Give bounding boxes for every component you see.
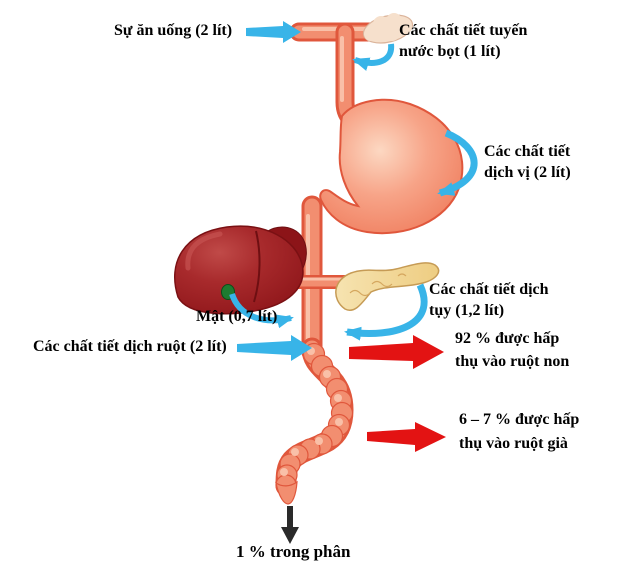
label-intestinal-text: Các chất tiết dịch ruột (2 lít) xyxy=(33,338,227,355)
label-absorb-small: 92 % được hấp thụ vào ruột non xyxy=(455,327,569,373)
gastric-secretion-arrow xyxy=(437,129,478,197)
label-intake: Sự ăn uống (2 lít) xyxy=(114,20,232,41)
label-intestinal: Các chất tiết dịch ruột (2 lít) xyxy=(33,336,227,357)
rectum xyxy=(275,480,298,505)
salivary-gland xyxy=(362,13,414,44)
label-bile: Mật (0,7 lít) xyxy=(196,306,277,327)
label-pancreatic-line2: tụy (1,2 lít) xyxy=(429,302,505,319)
label-gastric-line1: Các chất tiết xyxy=(484,143,571,160)
label-feces-text: 1 % trong phân xyxy=(236,542,351,561)
pancreas xyxy=(335,262,440,311)
label-saliva-line2: nước bọt (1 lít) xyxy=(399,43,501,60)
label-gastric: Các chất tiết dịch vị (2 lít) xyxy=(484,141,571,183)
intake-arrow xyxy=(246,21,301,43)
label-absorb-small-line1: 92 % được hấp xyxy=(455,330,560,347)
label-intake-text: Sự ăn uống (2 lít) xyxy=(114,22,233,39)
label-bile-text: Mật (0,7 lít) xyxy=(196,308,278,325)
label-absorb-large-line1: 6 – 7 % được hấp xyxy=(459,411,580,428)
intestinal-secretion-arrow xyxy=(237,335,312,361)
liver xyxy=(174,225,307,315)
label-pancreatic: Các chất tiết dịch tụy (1,2 lít) xyxy=(429,279,549,321)
stomach xyxy=(319,98,464,235)
label-absorb-large-line2: thụ vào ruột già xyxy=(459,435,568,452)
label-saliva: Các chất tiết tuyến nước bọt (1 lít) xyxy=(399,20,527,62)
label-feces: 1 % trong phân xyxy=(236,541,350,562)
large-intestine xyxy=(275,337,354,505)
pancreatic-secretion-arrow xyxy=(344,283,428,341)
label-saliva-line1: Các chất tiết tuyến xyxy=(399,22,528,39)
small-intestine-absorption-arrow xyxy=(349,335,444,369)
bile-secretion-arrow xyxy=(229,292,294,329)
label-absorb-large: 6 – 7 % được hấp thụ vào ruột già xyxy=(459,408,579,456)
feces-arrow xyxy=(281,506,299,544)
label-pancreatic-line1: Các chất tiết dịch xyxy=(429,281,549,298)
large-intestine-absorption-arrow xyxy=(367,422,446,452)
label-absorb-small-line2: thụ vào ruột non xyxy=(455,353,570,370)
label-gastric-line2: dịch vị (2 lít) xyxy=(484,164,571,181)
saliva-secretion-arrow xyxy=(352,43,395,71)
